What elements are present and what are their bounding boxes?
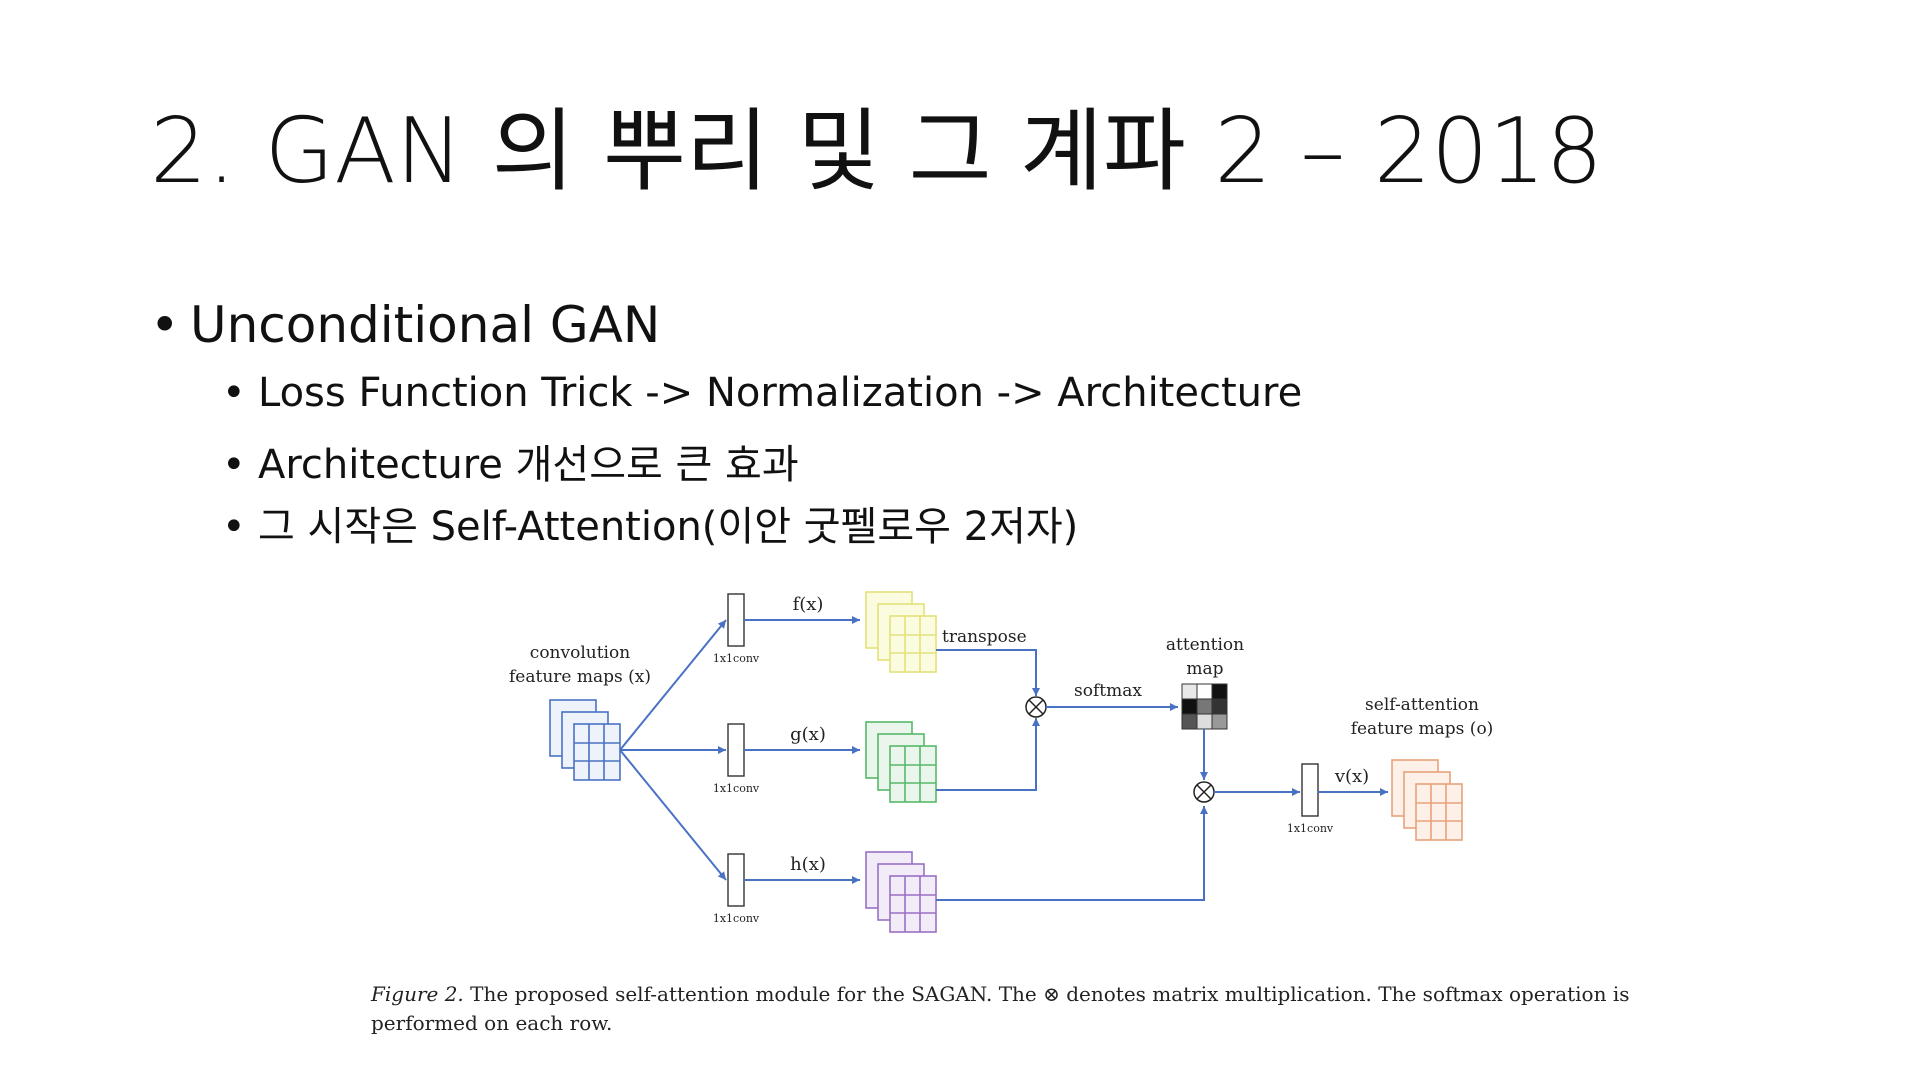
- v-conv-box: [1301, 763, 1319, 817]
- sub-bullet-self-attention: • 그 시작은 Self-Attention(이안 굿펠로우 2저자): [222, 494, 1078, 552]
- figure-caption: Figure 2. The proposed self-attention mo…: [371, 980, 1651, 1038]
- slide-title: 2. GAN 의 뿌리 및 그 계파 2 – 2018: [150, 99, 1603, 204]
- v-label: v(x): [1334, 766, 1369, 787]
- output-label-line2: feature maps (o): [1351, 719, 1494, 739]
- bullet-unconditional-gan: •Unconditional GAN: [150, 296, 660, 354]
- output-feature-maps: [1391, 759, 1463, 841]
- bullet-text: Loss Function Trick -> Normalization -> …: [258, 370, 1303, 416]
- f-conv-box: [727, 593, 745, 647]
- g-feature-maps: [865, 721, 937, 803]
- bullet-dot: •: [222, 504, 246, 550]
- sub-bullet-loss-function: • Loss Function Trick -> Normalization ->…: [222, 370, 1302, 416]
- arrow-g-to-multiply: [936, 718, 1040, 791]
- arrow-h-to-multiply: [936, 806, 1208, 901]
- bullet-dot: •: [222, 442, 246, 488]
- self-attention-diagram: convolution feature maps (x) 1x1conv 1x1…: [509, 591, 1494, 933]
- h-feature-maps: [865, 851, 937, 933]
- softmax-label: softmax: [1074, 681, 1142, 701]
- input-feature-maps: [549, 699, 621, 781]
- f-feature-maps: [865, 591, 937, 673]
- bullet-text: Unconditional GAN: [190, 296, 661, 354]
- sub-bullet-architecture: • Architecture 개선으로 큰 효과: [222, 432, 799, 490]
- v-conv-label: 1x1conv: [1287, 822, 1334, 835]
- g-conv-label: 1x1conv: [713, 782, 760, 795]
- h-conv-box: [727, 853, 745, 907]
- h-conv-label: 1x1conv: [713, 912, 760, 925]
- bullet-dot: •: [222, 370, 246, 416]
- caption-text: The proposed self-attention module for t…: [371, 982, 1630, 1035]
- attention-map: [1181, 683, 1228, 730]
- h-label: h(x): [790, 854, 826, 875]
- multiply-operator-2: [1193, 781, 1215, 803]
- bullet-dot: •: [150, 296, 180, 354]
- figure-label: Figure 2.: [371, 982, 464, 1006]
- output-label-line1: self-attention: [1365, 695, 1479, 715]
- multiply-operator-1: [1025, 696, 1047, 718]
- attention-label-line2: map: [1186, 659, 1223, 679]
- bullet-text: 그 시작은 Self-Attention(이안 굿펠로우 2저자): [258, 504, 1079, 550]
- f-conv-label: 1x1conv: [713, 652, 760, 665]
- arrow-to-f-conv: [619, 619, 727, 751]
- arrow-transpose: [936, 649, 1040, 696]
- input-label-line2: feature maps (x): [509, 667, 651, 687]
- input-label-line1: convolution: [530, 643, 630, 663]
- attention-label-line1: attention: [1166, 635, 1244, 655]
- bullet-text: Architecture 개선으로 큰 효과: [258, 442, 799, 488]
- g-conv-box: [727, 723, 745, 777]
- arrow-to-h-conv: [619, 749, 727, 881]
- transpose-label: transpose: [942, 627, 1027, 647]
- g-label: g(x): [790, 724, 826, 745]
- f-label: f(x): [793, 594, 824, 615]
